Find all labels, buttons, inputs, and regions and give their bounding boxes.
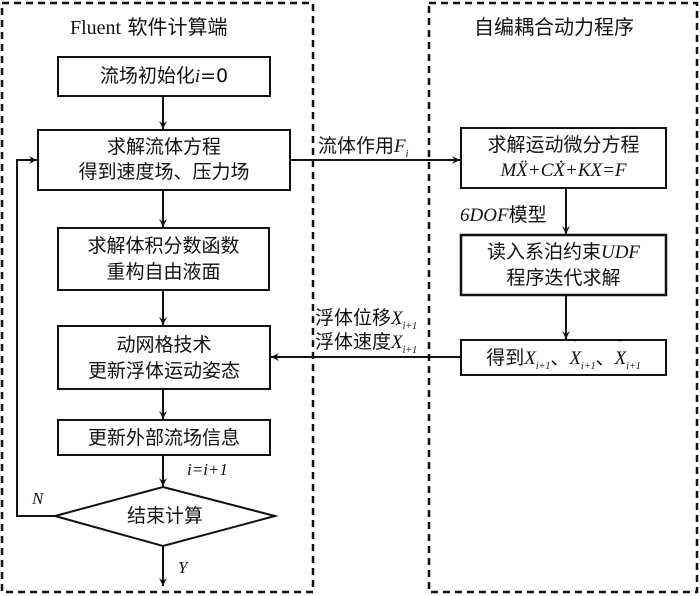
decision-no-label: N: [32, 489, 44, 508]
result-cn: 得到: [486, 347, 525, 369]
result-xddot-sub: i+1: [626, 361, 641, 372]
result-xddot: X: [615, 334, 627, 371]
motion-eq-line2: MẌ+CẊ+KX=F: [500, 160, 627, 181]
udf-box: [459, 233, 668, 297]
volume-fraction-line1: 求解体积分数函数: [87, 235, 240, 257]
force-sub: i: [405, 149, 409, 160]
decision-label: 结束计算: [126, 505, 203, 527]
result-x-sub: i+1: [535, 361, 551, 372]
force-text: 流体作用: [318, 135, 395, 157]
motion-equation-box: [460, 127, 667, 189]
volume-fraction-box: [57, 227, 270, 291]
motion-eq-line1: 求解运动微分方程: [487, 134, 640, 156]
volume-fraction-line2: 重构自由液面: [106, 261, 221, 283]
vel-text: 浮体速度: [315, 331, 392, 353]
force-var: F: [394, 136, 406, 157]
init-box: [57, 56, 271, 97]
result-xdot: X: [569, 334, 581, 371]
decision-yes-label: Y: [178, 558, 188, 577]
force-edge-label: 流体作用Fi: [318, 134, 408, 167]
result-sep-2: 、: [595, 347, 615, 369]
udf-line1-cn: 读入系泊约束: [486, 241, 601, 263]
disp-sub: i+1: [402, 321, 418, 332]
dynamics-panel: [427, 1, 699, 594]
result-x: X: [524, 348, 536, 369]
title-latin: Fluent: [70, 17, 122, 39]
increment-label: i=i+1: [187, 460, 228, 479]
vel-sub: i+1: [402, 345, 418, 356]
velocity-edge-label: 浮体速度Xi+1: [315, 318, 418, 363]
dynamic-mesh-line2: 更新浮体运动姿态: [87, 360, 240, 382]
init-label: 流场初始化i=0: [58, 64, 270, 89]
disp-text: 浮体位移: [315, 307, 392, 329]
dynamics-panel-title: 自编耦合动力程序: [474, 15, 634, 39]
dof-cn: 模型: [508, 204, 547, 226]
solve-fluid-line1: 求解流体方程: [106, 136, 221, 158]
dof-latin: 6DOF: [460, 205, 509, 226]
init-eq: =0: [200, 65, 229, 87]
title-cn: 软件计算端: [127, 15, 228, 39]
dynamic-mesh-box: [57, 325, 271, 390]
dynamic-mesh-line1: 动网格技术: [116, 334, 212, 356]
result-sep-1: 、: [550, 347, 570, 369]
dof-model-label: 6DOF模型: [460, 203, 547, 228]
result-xdot-sub: i+1: [581, 361, 596, 372]
result-box: [460, 339, 667, 376]
init-var: i: [194, 66, 201, 87]
udf-line1: 读入系泊约束UDF: [461, 240, 666, 265]
arrow-decision-no-loop: [16, 156, 55, 517]
solve-fluid-line2: 得到速度场、压力场: [78, 161, 250, 183]
udf-line2: 程序迭代求解: [506, 267, 621, 289]
result-label: 得到Xi+1、Xi+1、Xi+1: [461, 334, 666, 379]
vel-var: X: [391, 318, 403, 355]
update-flow-label: 更新外部流场信息: [87, 427, 240, 449]
fluent-panel-title: Fluent 软件计算端: [70, 15, 227, 40]
fluent-panel: [0, 1, 315, 594]
udf-line1-latin: UDF: [600, 242, 641, 263]
init-text: 流场初始化: [99, 65, 195, 87]
